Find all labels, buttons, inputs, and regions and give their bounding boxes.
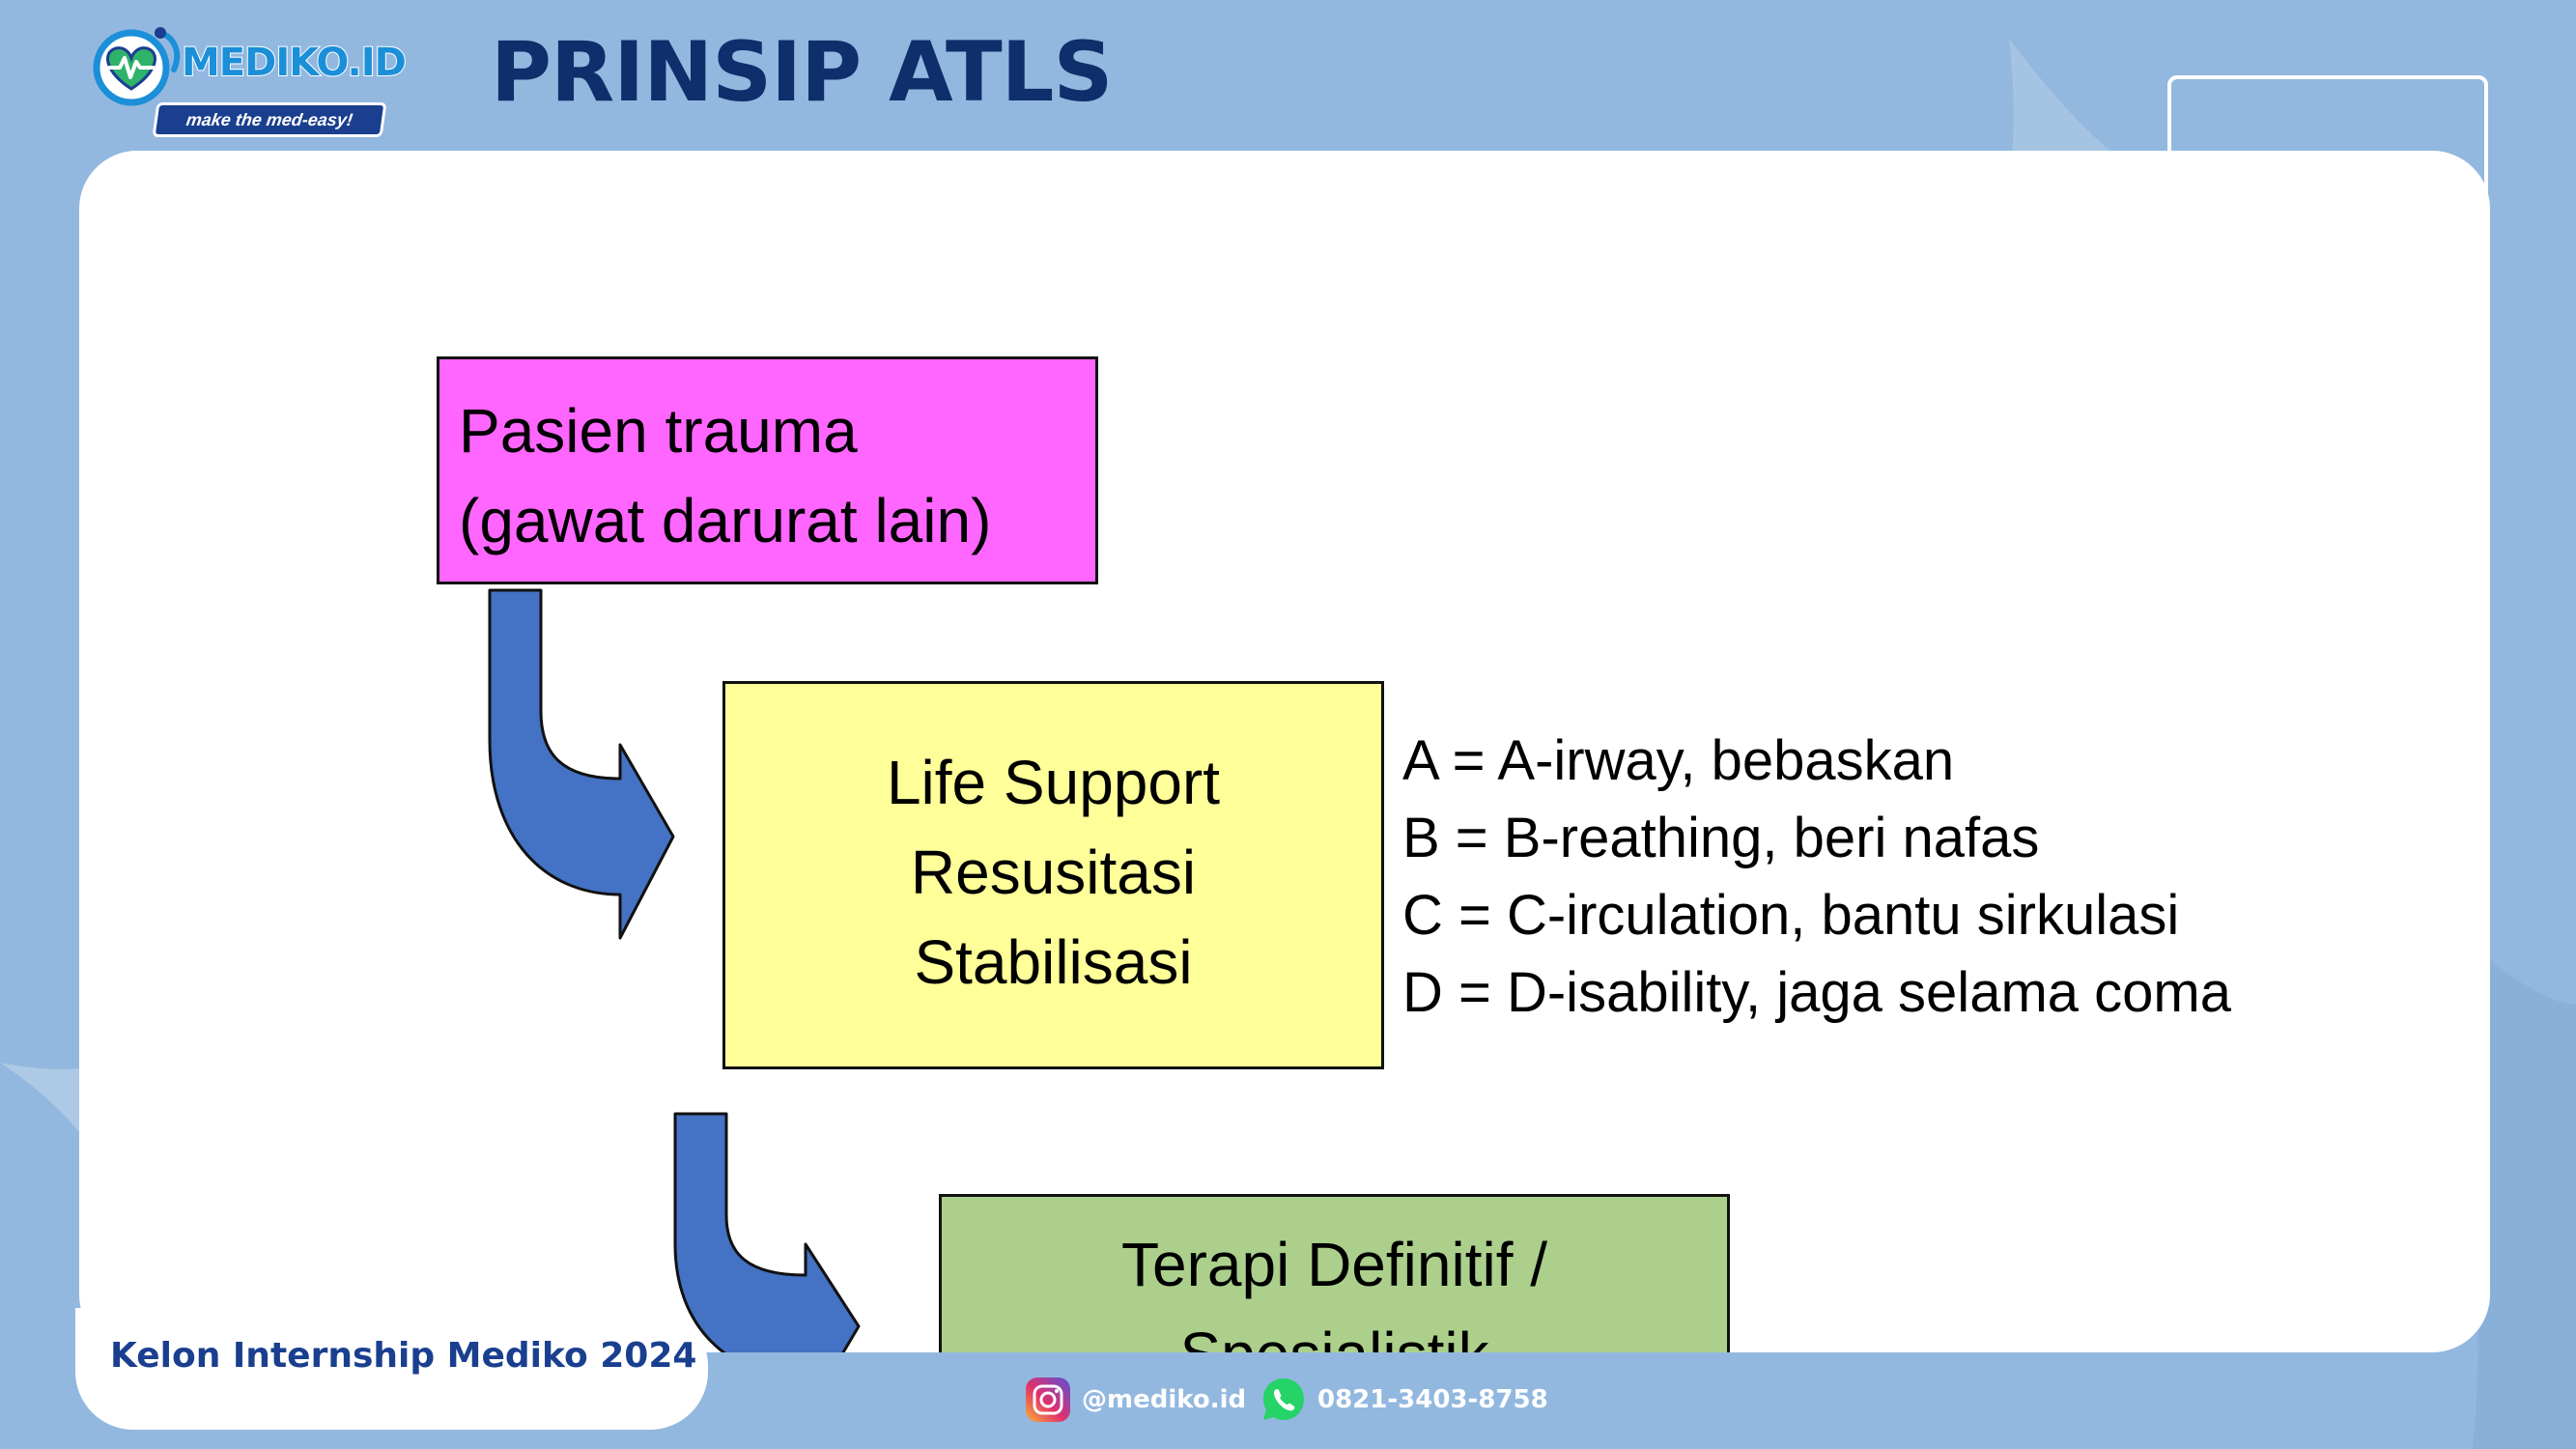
whatsapp-icon bbox=[1263, 1378, 1304, 1420]
curved-down-right-arrow-icon bbox=[488, 588, 675, 940]
flow-box-life-support-line-3: Stabilisasi bbox=[914, 927, 1193, 997]
flow-box-life-support-line-2: Resusitasi bbox=[910, 838, 1197, 907]
footer-label: Kelon Internship Mediko 2024 bbox=[110, 1336, 697, 1376]
flow-box-life-support-line-1: Life Support bbox=[886, 748, 1221, 817]
abcd-item-disability: D = D-isability, jaga selama coma bbox=[1402, 961, 2231, 1024]
flow-box-trauma-line-1: Pasien trauma bbox=[459, 396, 858, 466]
flow-box-definitive-line-2: Spesialistik bbox=[942, 1310, 1727, 1352]
abcd-item-airway: A = A-irway, bebaskan bbox=[1402, 729, 1955, 792]
instagram-contact[interactable]: @mediko.id bbox=[1024, 1376, 1246, 1424]
footer-pill bbox=[75, 1308, 708, 1430]
abcd-list: A = A-irway, bebaskan B = B-reathing, be… bbox=[1402, 723, 2231, 1032]
instagram-handle: @mediko.id bbox=[1082, 1385, 1247, 1414]
flow-box-life-support: Life Support Resusitasi Stabilisasi bbox=[722, 681, 1384, 1069]
flow-box-trauma-patient: Pasien trauma (gawat darurat lain) bbox=[437, 356, 1098, 584]
instagram-icon bbox=[1026, 1378, 1070, 1422]
mediko-logo: MEDIKO.ID make the med-easy! bbox=[85, 14, 408, 139]
logo-tagline: make the med-easy! bbox=[152, 102, 387, 137]
abcd-item-breathing: B = B-reathing, beri nafas bbox=[1402, 807, 2040, 869]
curved-down-right-arrow-icon bbox=[673, 1112, 861, 1352]
page-title: PRINSIP ATLS bbox=[491, 24, 1113, 121]
logo-name: MEDIKO.ID bbox=[181, 40, 408, 86]
flow-box-trauma-line-2: (gawat darurat lain) bbox=[459, 486, 992, 555]
whatsapp-contact[interactable]: 0821-3403-8758 bbox=[1260, 1376, 1548, 1424]
stethoscope-heart-logo-icon bbox=[93, 27, 181, 106]
whatsapp-number: 0821-3403-8758 bbox=[1317, 1385, 1548, 1414]
flow-box-definitive-therapy: Terapi Definitif / Spesialistik bbox=[939, 1194, 1730, 1352]
content-card: Pasien trauma (gawat darurat lain) Life … bbox=[79, 151, 2490, 1352]
flow-box-definitive-line-1: Terapi Definitif / bbox=[1120, 1230, 1548, 1299]
abcd-item-circulation: C = C-irculation, bantu sirkulasi bbox=[1402, 884, 2180, 947]
